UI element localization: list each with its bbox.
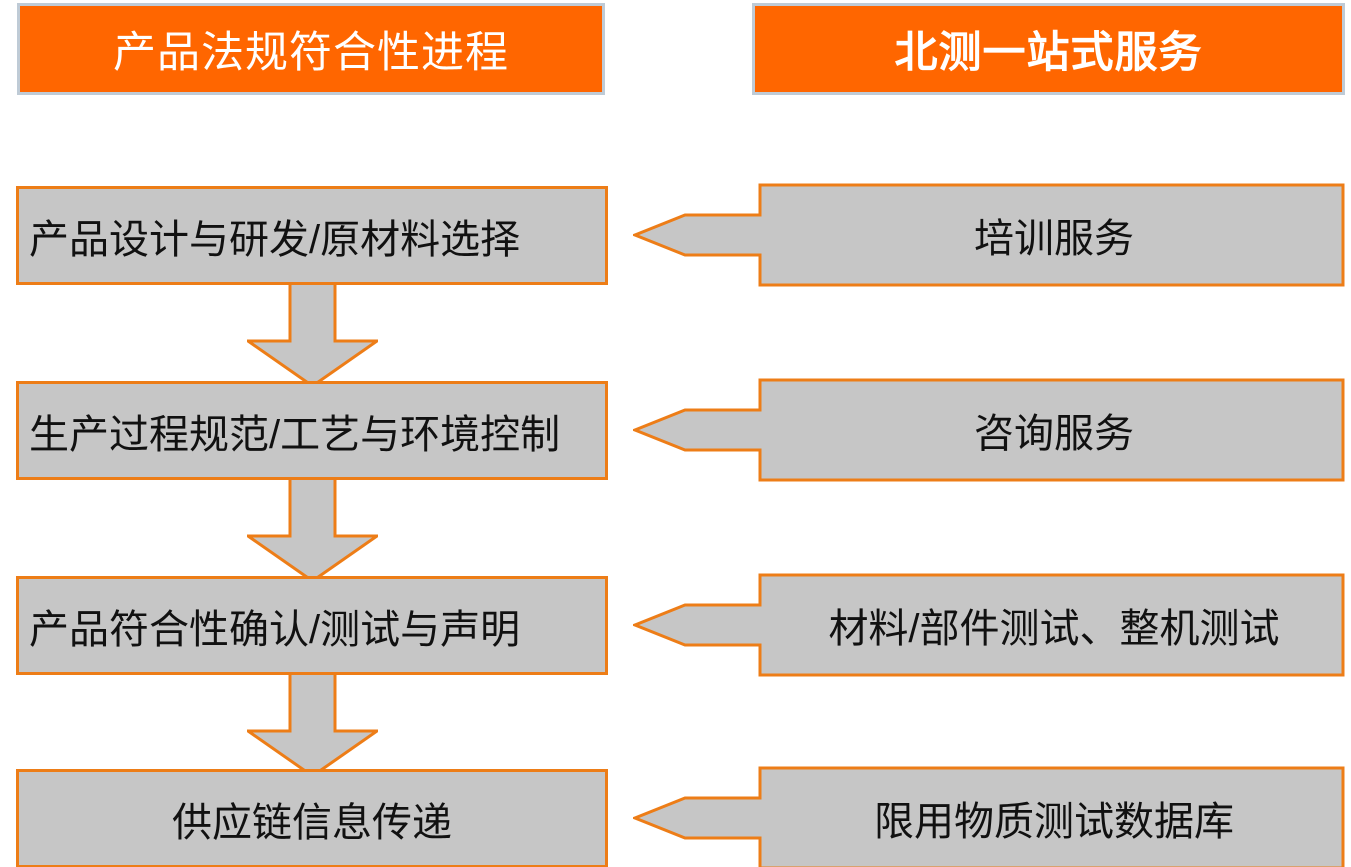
down-arrow-icon [243, 474, 382, 583]
service-arrow-shape[interactable]: 限用物质测试数据库 [633, 766, 1345, 867]
process-step-box[interactable]: 生产过程规范/工艺与环境控制 [16, 381, 608, 480]
service-arrow-shape[interactable]: 材料/部件测试、整机测试 [633, 573, 1345, 677]
service-arrow-shape[interactable]: 培训服务 [633, 183, 1345, 287]
header-left-label: 产品法规符合性进程 [113, 29, 509, 77]
service-arrow-shape[interactable]: 咨询服务 [633, 378, 1345, 482]
header-right-label: 北测一站式服务 [894, 30, 1203, 77]
header-banner-process: 产品法规符合性进程 [17, 3, 605, 95]
process-step-box[interactable]: 供应链信息传递 [16, 769, 608, 867]
header-banner-service: 北测一站式服务 [752, 3, 1345, 95]
process-step-label: 生产过程规范/工艺与环境控制 [29, 412, 561, 457]
process-step-box[interactable]: 产品符合性确认/测试与声明 [16, 576, 608, 675]
down-arrow-icon [243, 669, 382, 778]
process-step-box[interactable]: 产品设计与研发/原材料选择 [16, 186, 608, 285]
process-step-label: 产品符合性确认/测试与声明 [29, 607, 521, 652]
process-step-label: 产品设计与研发/原材料选择 [29, 217, 521, 262]
process-step-label: 供应链信息传递 [172, 800, 452, 845]
down-arrow-icon [243, 279, 382, 388]
